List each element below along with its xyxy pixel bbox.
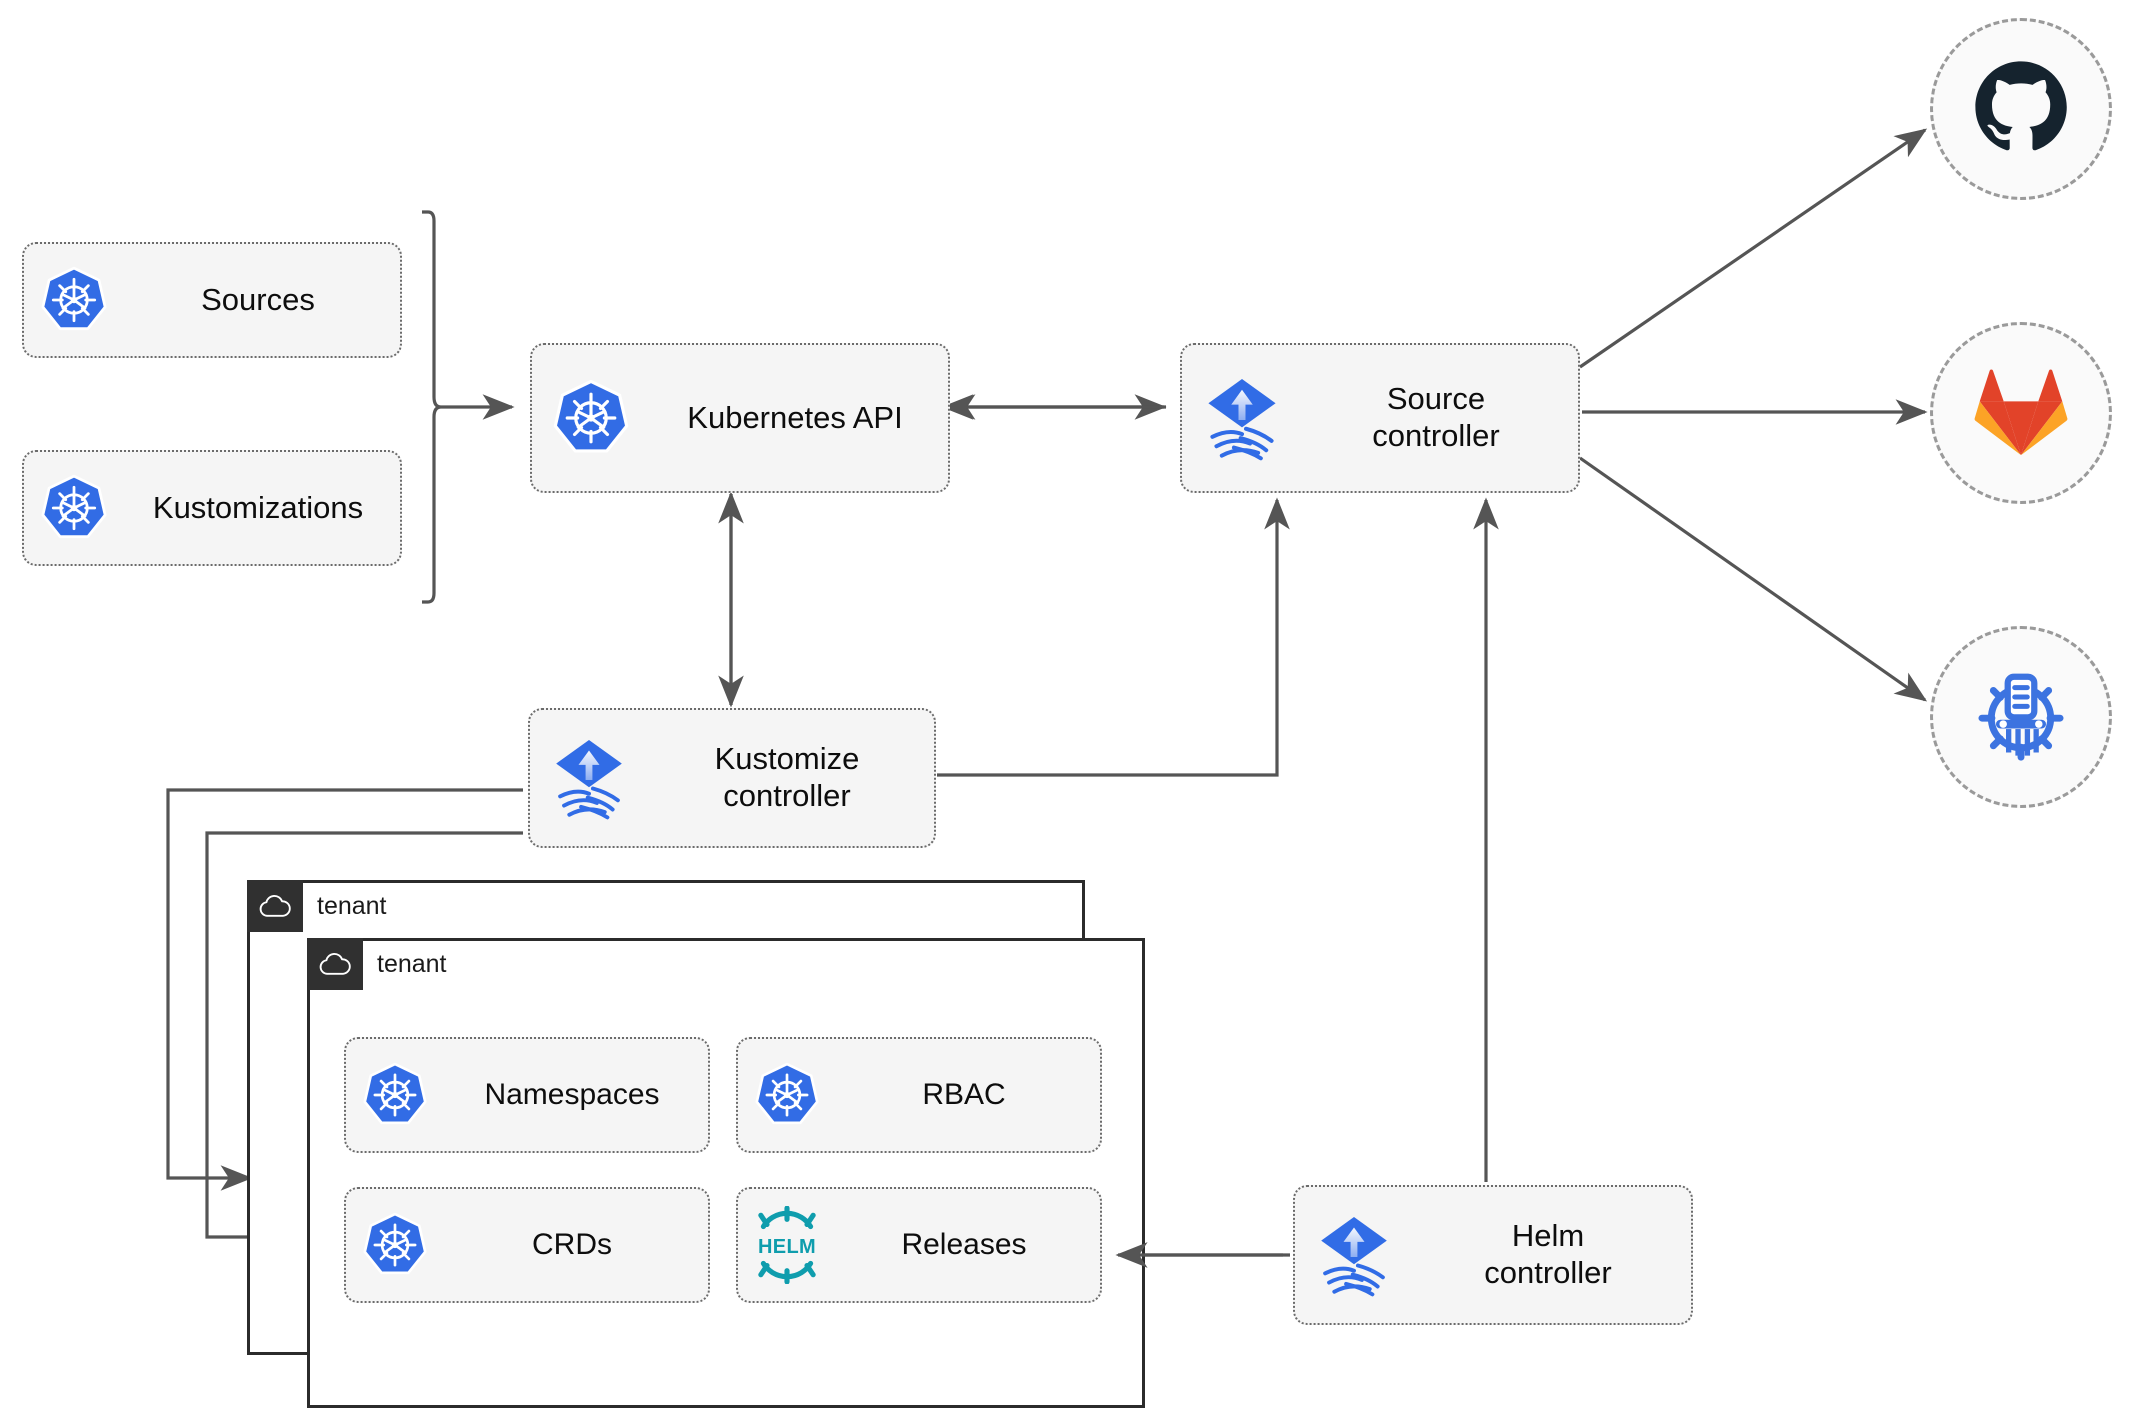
tenant-label: tenant — [377, 949, 447, 978]
node-label: Source controller — [1372, 381, 1500, 453]
tenant-header: tenant — [247, 880, 387, 932]
source-controller-node[interactable]: Source controller — [1180, 343, 1580, 493]
node-label: Kustomize controller — [714, 741, 860, 813]
tenant-resource-crds[interactable]: CRDs — [344, 1187, 710, 1303]
kubernetes-icon — [24, 474, 124, 542]
kubernetes-icon — [532, 379, 650, 457]
tenant-container-front[interactable]: tenant — [307, 938, 1145, 1408]
provider-github[interactable] — [1930, 18, 2112, 200]
resource-label: Sources — [201, 281, 315, 317]
cloud-icon — [247, 880, 303, 932]
tenant-label: tenant — [317, 891, 387, 920]
resource-label: Namespaces — [484, 1078, 660, 1112]
kubernetes-icon — [738, 1062, 836, 1128]
cloud-icon — [307, 938, 363, 990]
helm-icon: HELM — [738, 1206, 836, 1284]
helm-repository-icon — [1971, 665, 2071, 770]
resource-node-kustomizations[interactable]: Kustomizations — [22, 450, 402, 566]
resource-label: RBAC — [922, 1078, 1006, 1112]
node-label: Kubernetes API — [687, 399, 903, 435]
provider-helm-repository[interactable] — [1930, 626, 2112, 808]
flux-icon — [1182, 375, 1302, 461]
provider-gitlab[interactable] — [1930, 322, 2112, 504]
kustomize-controller-node[interactable]: Kustomize controller — [528, 708, 936, 848]
resource-label: Kustomizations — [152, 489, 364, 525]
node-label: Helm controller — [1484, 1218, 1612, 1290]
flux-icon — [530, 736, 648, 820]
resource-node-sources[interactable]: Sources — [22, 242, 402, 358]
kubernetes-icon — [346, 1212, 444, 1278]
tenant-resource-namespaces[interactable]: Namespaces — [344, 1037, 710, 1153]
helm-controller-node[interactable]: Helm controller — [1293, 1185, 1693, 1325]
kubernetes-api-node[interactable]: Kubernetes API — [530, 343, 950, 493]
tenant-resource-rbac[interactable]: RBAC — [736, 1037, 1102, 1153]
flux-icon — [1295, 1213, 1413, 1297]
github-icon — [1973, 59, 2069, 160]
resource-label: CRDs — [532, 1228, 612, 1262]
svg-text:HELM: HELM — [758, 1236, 816, 1258]
tenant-resource-releases[interactable]: HELM Releases — [736, 1187, 1102, 1303]
kubernetes-icon — [24, 266, 124, 334]
kubernetes-icon — [346, 1062, 444, 1128]
resource-label: Releases — [901, 1228, 1027, 1262]
tenant-header: tenant — [307, 938, 447, 990]
gitlab-icon — [1973, 363, 2069, 464]
